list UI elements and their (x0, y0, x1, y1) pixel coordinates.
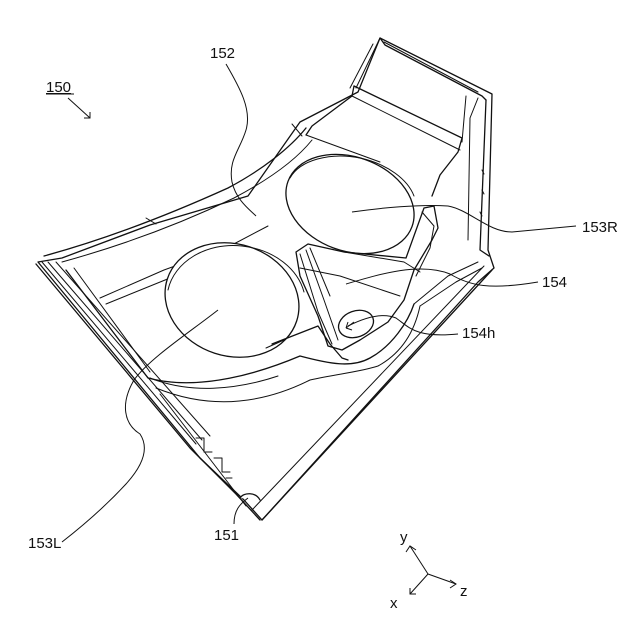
axis-y-label: y (400, 529, 408, 546)
label-153R: 153R (582, 219, 618, 236)
coordinate-axes: y z x (390, 529, 468, 612)
label-154h: 154h (462, 325, 495, 342)
axis-x-label: x (390, 595, 398, 612)
label-152: 152 (210, 45, 235, 62)
label-151: 151 (214, 527, 239, 544)
device-arrow (68, 98, 90, 118)
axis-z-label: z (460, 583, 468, 600)
label-154: 154 (542, 274, 567, 291)
label-150: 150 (46, 79, 71, 96)
label-153L: 153L (28, 535, 61, 552)
